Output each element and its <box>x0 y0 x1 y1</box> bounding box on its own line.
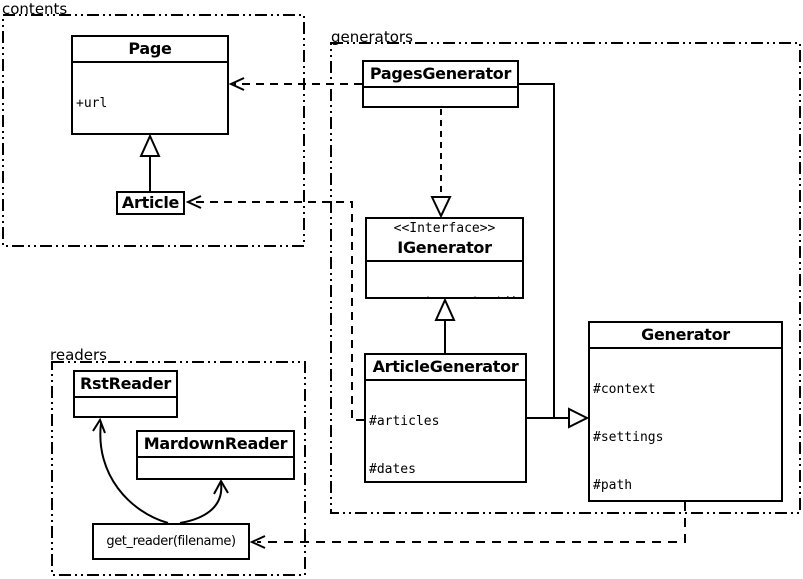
attribute: +url <box>76 96 108 111</box>
function-box-get-reader: get_reader(filename) <box>92 523 250 560</box>
class-article-name: Article <box>121 193 180 212</box>
package-frame-readers <box>51 361 306 576</box>
arrowhead-to-mardownreader <box>213 478 229 495</box>
package-label-generators: generators <box>331 28 413 46</box>
class-articlegenerator-attributes: #articles #dates #tags #categories <box>366 379 525 481</box>
class-pagesgenerator-name: PagesGenerator <box>369 64 512 83</box>
arrowhead-to-rstreader <box>92 417 106 434</box>
arrow-curve-getreader-mardownreader <box>179 482 223 524</box>
dependency-line-articlegenerator-article <box>191 201 364 421</box>
class-igenerator-header: <<Interface>> IGenerator <box>367 219 522 260</box>
class-igenerator-methods: +generate_context() +generate_output() <box>367 260 522 297</box>
class-rstreader-name: RstReader <box>80 374 171 393</box>
generalization-triangle-to-generator <box>568 407 590 429</box>
arrowhead-to-getreader <box>249 535 266 549</box>
attribute: #settings <box>593 430 664 445</box>
class-article: Article <box>116 191 185 215</box>
class-page-attributes: +url +slug +summary <box>73 61 227 133</box>
arrow-curve-getreader-rstreader <box>99 422 169 524</box>
attribute: #articles <box>369 414 440 429</box>
package-label-readers: readers <box>50 346 107 364</box>
arrowhead-to-page <box>228 77 245 91</box>
class-generator: Generator #context #settings #path #them… <box>588 321 783 502</box>
package-frame-generators <box>330 42 801 514</box>
class-page-name: Page <box>128 39 172 58</box>
class-igenerator: <<Interface>> IGenerator +generate_conte… <box>365 217 524 299</box>
arrowhead-to-article <box>185 195 202 209</box>
class-articlegenerator: ArticleGenerator #articles #dates #tags … <box>364 353 527 483</box>
class-mardownreader-name: MardownReader <box>143 434 288 453</box>
package-label-contents: contents <box>2 0 68 18</box>
attribute: #dates <box>369 462 416 477</box>
class-articlegenerator-name: ArticleGenerator <box>372 357 519 376</box>
attribute: #context <box>593 382 656 397</box>
class-pagesgenerator: PagesGenerator #pages <box>362 60 519 108</box>
class-generator-name: Generator <box>641 325 730 344</box>
method: +generate_context() <box>370 295 519 297</box>
attribute: #path <box>593 478 633 493</box>
class-mardownreader: MardownReader +read() <box>136 430 295 480</box>
class-rstreader-methods: +read() <box>75 396 176 416</box>
class-pagesgenerator-attributes: #pages <box>364 86 517 106</box>
class-mardownreader-methods: +read() <box>138 456 293 478</box>
generalization-triangle-articlegenerator-igenerator <box>434 297 456 321</box>
dependency-line-generator-getreader <box>257 502 686 543</box>
generalization-line-pagesgenerator-generator <box>519 83 555 418</box>
class-generator-attributes: #context #settings #path #theme #output_… <box>590 347 781 500</box>
realization-triangle-pagesgenerator-igenerator <box>430 196 452 219</box>
generalization-triangle-article-page <box>139 133 161 157</box>
class-igenerator-stereotype: <<Interface>> <box>393 221 496 236</box>
class-page: Page +url +slug +summary +check_properti… <box>71 35 229 135</box>
class-rstreader: RstReader +read() <box>73 370 178 418</box>
class-igenerator-name: IGenerator <box>397 238 492 257</box>
package-frame-contents <box>2 14 305 247</box>
